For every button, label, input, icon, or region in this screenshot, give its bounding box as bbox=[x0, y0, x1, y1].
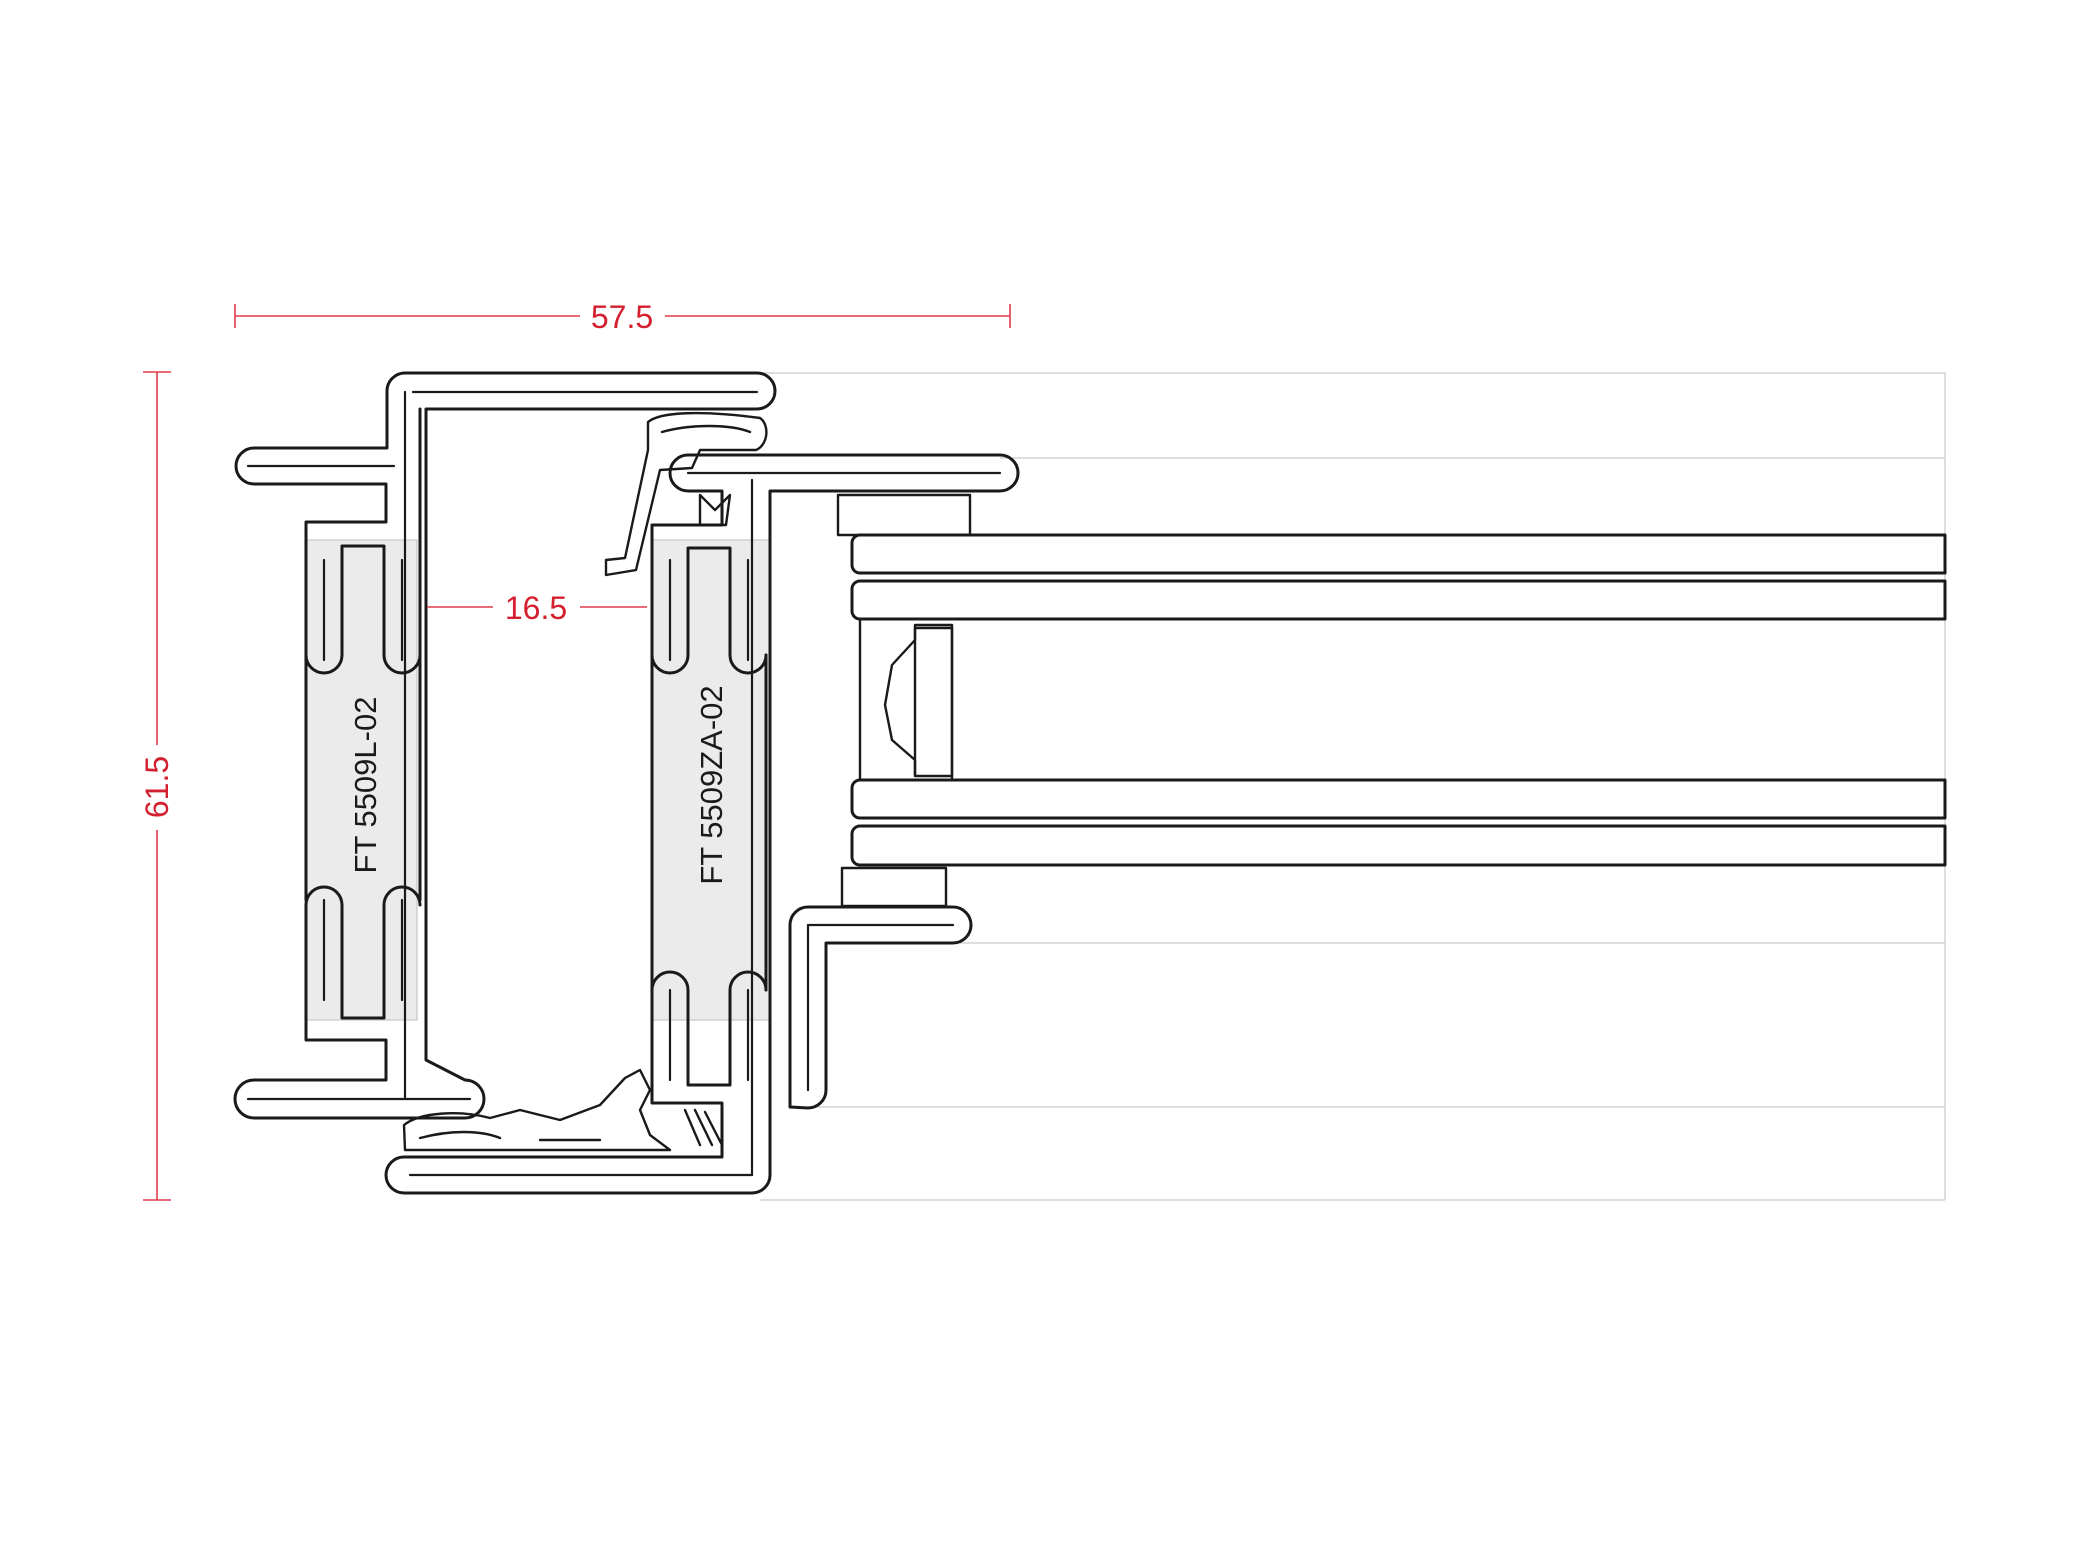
outer-frame-part-label: FT 5509L-02 bbox=[348, 697, 383, 874]
sash-profile bbox=[384, 453, 1020, 1195]
dimension-height-label: 61.5 bbox=[139, 756, 175, 818]
setting-block-bottom bbox=[840, 866, 948, 908]
dimension-height: 61.5 bbox=[139, 371, 175, 1201]
sash-part-label: FT 5509ZA-02 bbox=[694, 685, 729, 884]
dimension-gap: 16.5 bbox=[427, 590, 647, 626]
setting-block-top bbox=[836, 493, 972, 537]
dimension-width-label: 57.5 bbox=[591, 299, 653, 335]
construction-lines bbox=[760, 372, 1946, 1201]
dimension-width: 57.5 bbox=[234, 299, 1011, 335]
dimension-gap-label: 16.5 bbox=[505, 590, 567, 626]
glazing-bead bbox=[788, 905, 973, 1110]
outer-frame-profile bbox=[233, 371, 777, 1120]
gaskets bbox=[402, 411, 768, 1152]
glazing-unit bbox=[836, 493, 1947, 908]
